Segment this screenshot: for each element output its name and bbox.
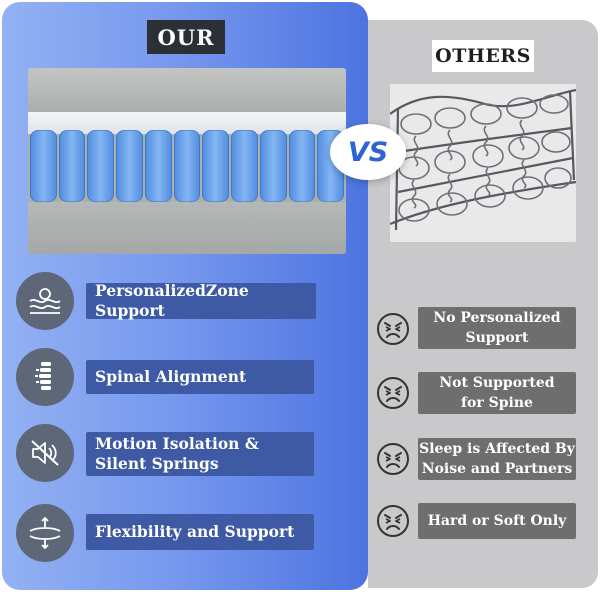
feature-text: PersonalizedZone Support	[95, 281, 249, 320]
feature-icon-1	[16, 272, 74, 330]
feature-text: Silent Springs	[95, 454, 219, 473]
others-label-1: No Personalized Support	[418, 307, 576, 349]
others-text: No Personalized	[433, 310, 561, 326]
pocket-spring-mattress-image	[28, 68, 346, 254]
others-label-3: Sleep is Affected By Noise and Partners	[418, 438, 576, 480]
vs-badge: VS	[330, 124, 406, 180]
flex-arrows-icon	[29, 516, 61, 550]
feature-text: Flexibility and Support	[95, 522, 295, 541]
feature-text: Spinal Alignment	[95, 367, 247, 386]
our-title: OUR	[147, 20, 225, 54]
layered-foam-icon	[29, 288, 61, 314]
open-coil-springs-image	[390, 84, 576, 242]
muted-speaker-icon	[31, 440, 59, 466]
feature-label-1: PersonalizedZone Support	[86, 281, 316, 320]
others-text: for Spine	[461, 395, 533, 411]
angry-face-icon	[377, 377, 409, 409]
others-title: OTHERS	[432, 40, 534, 72]
feature-label-4: Flexibility and Support	[86, 514, 314, 550]
feature-icon-2	[16, 348, 74, 406]
vs-text: VS	[347, 136, 389, 168]
spine-icon	[35, 362, 51, 390]
others-text: Hard or Soft Only	[427, 513, 567, 529]
feature-label-2: Spinal Alignment	[86, 360, 314, 394]
pocket-coil-row	[28, 130, 346, 202]
others-label-2: Not Supported for Spine	[418, 372, 576, 414]
angry-face-icon	[377, 505, 409, 537]
angry-face-icon	[377, 443, 409, 475]
others-text: Not Supported	[439, 375, 555, 391]
others-text: Support	[465, 330, 529, 346]
feature-text: Motion Isolation &	[95, 434, 259, 453]
others-label-4: Hard or Soft Only	[418, 503, 576, 539]
feature-icon-4	[16, 504, 74, 562]
feature-label-3: Motion Isolation & Silent Springs	[86, 432, 314, 476]
feature-icon-3	[16, 424, 74, 482]
base-layer	[28, 202, 346, 254]
others-text: Sleep is Affected By	[419, 441, 575, 457]
angry-face-icon	[377, 313, 409, 345]
foam-layer	[28, 112, 346, 134]
others-text: Noise and Partners	[421, 461, 573, 477]
